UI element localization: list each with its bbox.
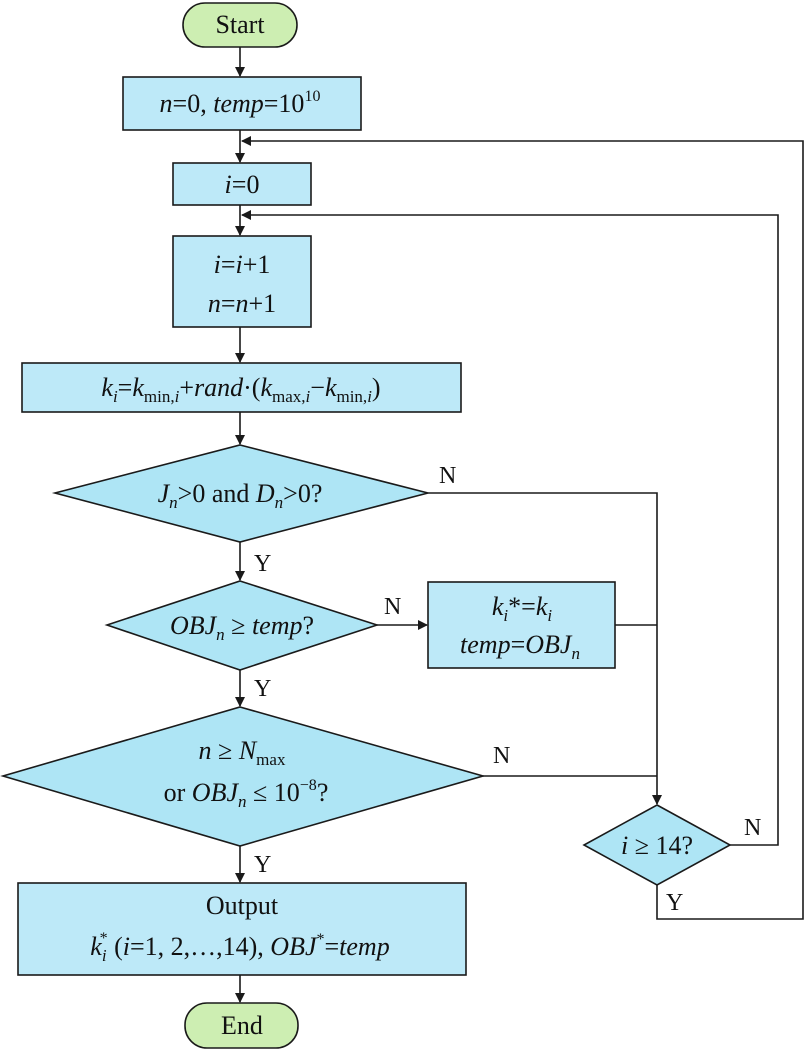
cond-i-label: i ≥ 14? xyxy=(621,831,693,860)
output-node: Output ki* (i=1, 2,…,14), OBJ*=temp xyxy=(17,882,467,976)
edge-condjd-no xyxy=(428,492,662,805)
k-update-label: ki=kmin,i+rand·(kmax,i−kmin,i) xyxy=(101,373,380,406)
increment-line2: n=n+1 xyxy=(208,289,276,318)
cond-stop-node: n ≥ Nmax or OBJn ≤ 10−8? xyxy=(0,706,486,847)
label-jd-yes: Y xyxy=(254,551,271,577)
edge-labels: N Y N Y N Y N Y xyxy=(254,463,761,916)
end-node: End xyxy=(184,1002,299,1049)
edge-condi-yes xyxy=(241,136,804,920)
i-reset-label: i=0 xyxy=(225,170,260,199)
cond-jd-node: Jn>0 and Dn>0? xyxy=(51,444,429,543)
store-node: ki*=ki temp=OBJn xyxy=(427,581,616,669)
label-stop-no: N xyxy=(493,743,510,769)
increment-node: i=i+1 n=n+1 xyxy=(172,235,312,328)
start-label: Start xyxy=(215,10,265,39)
start-node: Start xyxy=(182,2,298,48)
edge-condi-no xyxy=(241,210,779,846)
init-label: n=0, temp=1010 xyxy=(160,88,321,118)
increment-line1: i=i+1 xyxy=(214,250,271,279)
cond-i-node: i ≥ 14? xyxy=(582,804,732,886)
end-label: End xyxy=(221,1011,263,1040)
edges xyxy=(235,47,804,1003)
cond-stop-line1: n ≥ Nmax xyxy=(199,736,286,769)
label-i-no: N xyxy=(744,815,761,841)
k-update-node: ki=kmin,i+rand·(kmax,i−kmin,i) xyxy=(21,362,462,413)
label-obj-yes: Y xyxy=(254,676,271,702)
label-i-yes: Y xyxy=(666,890,683,916)
init-node: n=0, temp=1010 xyxy=(122,76,362,131)
cond-obj-node: OBJn ≥ temp? xyxy=(104,580,380,671)
label-obj-no: N xyxy=(384,594,401,620)
store-line2: temp=OBJn xyxy=(460,630,580,663)
i-reset-node: i=0 xyxy=(172,162,312,206)
label-jd-no: N xyxy=(439,463,456,489)
output-line2: ki* (i=1, 2,…,14), OBJ*=temp xyxy=(90,930,389,965)
cond-jd-label: Jn>0 and Dn>0? xyxy=(158,479,323,512)
output-line1: Output xyxy=(206,891,279,920)
cond-obj-label: OBJn ≥ temp? xyxy=(170,611,314,644)
label-stop-yes: Y xyxy=(254,852,271,878)
cond-stop-line2: or OBJn ≤ 10−8? xyxy=(164,777,329,811)
store-line1: ki*=ki xyxy=(492,592,553,625)
